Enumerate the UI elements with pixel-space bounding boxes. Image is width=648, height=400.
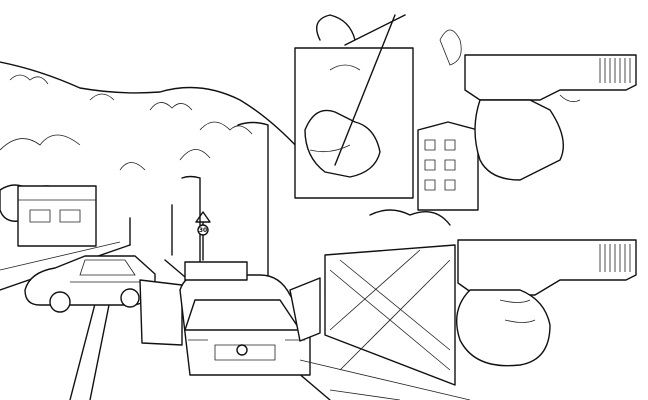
fence xyxy=(324,209,456,386)
building-left xyxy=(17,185,97,247)
pistol-bottom xyxy=(456,239,637,367)
building-right xyxy=(417,29,479,211)
car-left xyxy=(24,255,156,313)
road-sign: 30 xyxy=(195,211,211,261)
car-center xyxy=(139,261,321,376)
street-lamps xyxy=(129,121,269,291)
road-sign-text: 30 xyxy=(199,227,207,234)
ground-lines xyxy=(299,359,471,400)
hand-top xyxy=(294,14,414,199)
pistol-top xyxy=(464,54,637,181)
